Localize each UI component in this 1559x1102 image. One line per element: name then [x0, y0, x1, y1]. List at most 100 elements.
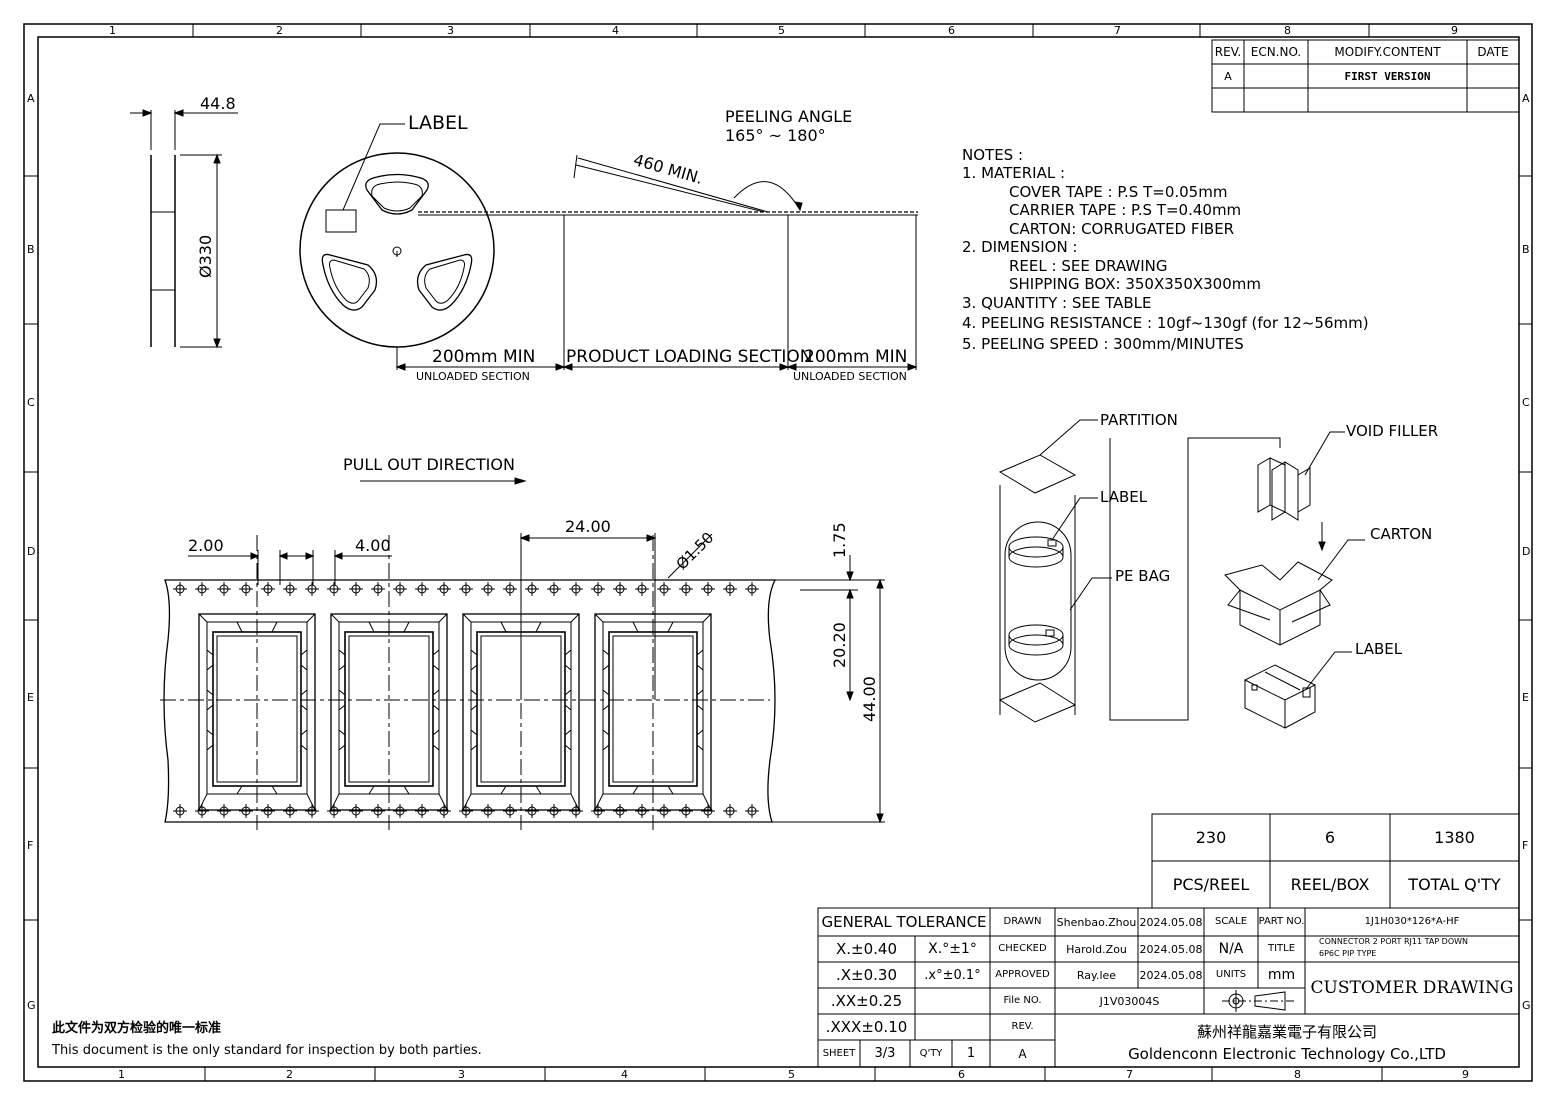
approved-label: APPROVED — [995, 969, 1050, 980]
rev-value: A — [1018, 1046, 1027, 1061]
frame-label: 3 — [447, 24, 454, 37]
revision-table-lines — [1211, 39, 1520, 113]
frame-label: F — [1522, 839, 1529, 852]
frame-label: D — [1522, 545, 1531, 558]
reel-side-view — [130, 109, 238, 349]
scale-value: N/A — [1218, 941, 1244, 957]
packing-void-filler: VOID FILLER — [1346, 422, 1439, 440]
approved-name: Ray.lee — [1076, 968, 1117, 982]
frame-label: 7 — [1126, 1068, 1133, 1081]
section-right-sub: UNLOADED SECTION — [793, 370, 907, 383]
part-no-label: PART NO. — [1258, 916, 1305, 927]
frame-label: 8 — [1294, 1068, 1301, 1081]
frame-label: B — [1522, 243, 1530, 256]
frame-label: G — [27, 999, 36, 1012]
company-name-cn: 蘇州祥龍嘉業電子有限公司 — [1196, 1022, 1377, 1041]
drawn-name: Shenbao.Zhou — [1056, 915, 1137, 929]
note-line: 1. MATERIAL : — [962, 164, 1066, 182]
dim-edge-175: 1.75 — [830, 522, 849, 558]
footer-note-cn: 此文件为双方检验的唯一标准 — [52, 1021, 222, 1036]
tolerance-angle: X.°±1° — [928, 941, 977, 957]
title-line-2: 6P6C PIP TYPE — [1319, 949, 1377, 958]
note-line: 4. PEELING RESISTANCE : 10gf~130gf (for … — [962, 314, 1369, 332]
checked-label: CHECKED — [998, 943, 1047, 954]
qty-total-value: 1380 — [1434, 827, 1475, 847]
pull-out-direction: PULL OUT DIRECTION — [343, 455, 515, 474]
checked-date: 2024.05.08 — [1139, 942, 1203, 956]
section-right-dim: 200mm MIN — [804, 347, 908, 367]
tolerance-x3: .XXX±0.10 — [825, 1017, 908, 1036]
qty-value: 1 — [966, 1046, 976, 1061]
reel-front-view — [299, 123, 495, 348]
title-label: TITLE — [1267, 943, 1296, 954]
frame-label: E — [27, 691, 34, 704]
frame-label: 1 — [118, 1068, 125, 1081]
rev-row-content: FIRST VERSION — [1344, 69, 1431, 83]
rev-header-date: DATE — [1477, 45, 1509, 59]
note-line: CARTON: CORRUGATED FIBER — [1009, 220, 1235, 238]
tape-pocket — [330, 535, 448, 830]
rev-header-ecn: ECN.NO. — [1250, 45, 1302, 59]
units-label: UNITS — [1215, 969, 1247, 980]
tolerance-x1: .X±0.30 — [835, 965, 897, 984]
rev-header-content: MODIFY.CONTENT — [1334, 45, 1441, 59]
sheet-value: 3/3 — [874, 1046, 896, 1061]
frame-label: 3 — [458, 1068, 465, 1081]
packing-partition: PARTITION — [1100, 411, 1178, 429]
general-tolerance: GENERAL TOLERANCE — [821, 912, 987, 931]
notes-title: NOTES : — [962, 146, 1024, 164]
sheet-label: SHEET — [822, 1047, 856, 1059]
qty-label: Q'TY — [919, 1047, 943, 1059]
note-line: COVER TAPE : P.S T=0.05mm — [1009, 183, 1228, 201]
reel-label-callout: LABEL — [408, 112, 468, 134]
note-line: 2. DIMENSION : — [962, 238, 1078, 256]
dim-pitch-400: 4.00 — [355, 536, 391, 555]
frame-label: C — [1522, 396, 1530, 409]
file-no-label: File NO. — [1003, 995, 1042, 1006]
frame-label: D — [27, 545, 36, 558]
reel-width-dim: 44.8 — [200, 94, 236, 113]
rev-row-rev: A — [1224, 69, 1232, 83]
note-line: 3. QUANTITY : SEE TABLE — [962, 294, 1152, 312]
drawn-label: DRAWN — [1003, 916, 1042, 927]
peeling-angle-value: 165° ~ 180° — [725, 126, 826, 145]
part-no-value: 1J1H030*126*A-HF — [1364, 916, 1460, 927]
section-mid: PRODUCT LOADING SECTION — [566, 347, 813, 367]
dim-width-4400: 44.00 — [860, 676, 879, 722]
frame-label: 6 — [958, 1068, 965, 1081]
qty-total-label: TOTAL Q'TY — [1408, 874, 1501, 894]
dim-pitch-2400: 24.00 — [565, 517, 611, 536]
title-block-lines — [817, 907, 1520, 1068]
packing-label-box: LABEL — [1355, 640, 1403, 658]
footer-note-en: This document is the only standard for i… — [52, 1043, 482, 1058]
title-line-1: CONNECTOR 2 PORT RJ11 TAP DOWN — [1319, 937, 1469, 946]
company-name-en: Goldenconn Electronic Technology Co.,LTD — [1128, 1044, 1446, 1063]
frame-label: E — [1522, 691, 1529, 704]
note-line: CARRIER TAPE : P.S T=0.40mm — [1009, 201, 1242, 219]
frame-label: 5 — [778, 24, 785, 37]
file-no-value: J1V03004S — [1099, 994, 1160, 1008]
frame-label: 8 — [1284, 24, 1291, 37]
tolerance-angle-1: .x°±0.1° — [924, 967, 981, 983]
scale-label: SCALE — [1214, 916, 1248, 927]
dim-pitch-200: 2.00 — [188, 536, 224, 555]
customer-drawing: CUSTOMER DRAWING — [1310, 977, 1514, 998]
note-line: REEL : SEE DRAWING — [1009, 257, 1168, 275]
peeling-angle-title: PEELING ANGLE — [725, 107, 853, 126]
carrier-tape — [160, 533, 885, 830]
frame-label: C — [27, 396, 35, 409]
frame-label: 4 — [621, 1068, 628, 1081]
frame-label: A — [1522, 92, 1530, 105]
reel-tape-sections — [395, 154, 918, 371]
packing-label-bag: LABEL — [1100, 488, 1148, 506]
note-line: SHIPPING BOX: 350X350X300mm — [1009, 275, 1261, 293]
frame-label: 9 — [1451, 24, 1458, 37]
qty-reel-box-value: 6 — [1324, 827, 1336, 847]
section-left-dim: 200mm MIN — [432, 347, 536, 367]
drawn-date: 2024.05.08 — [1139, 915, 1203, 929]
frame-label: 2 — [286, 1068, 293, 1081]
frame-label: B — [27, 243, 35, 256]
units-value: mm — [1267, 967, 1296, 983]
tolerance-x2: .XX±0.25 — [830, 991, 903, 1010]
frame-label: 4 — [612, 24, 619, 37]
